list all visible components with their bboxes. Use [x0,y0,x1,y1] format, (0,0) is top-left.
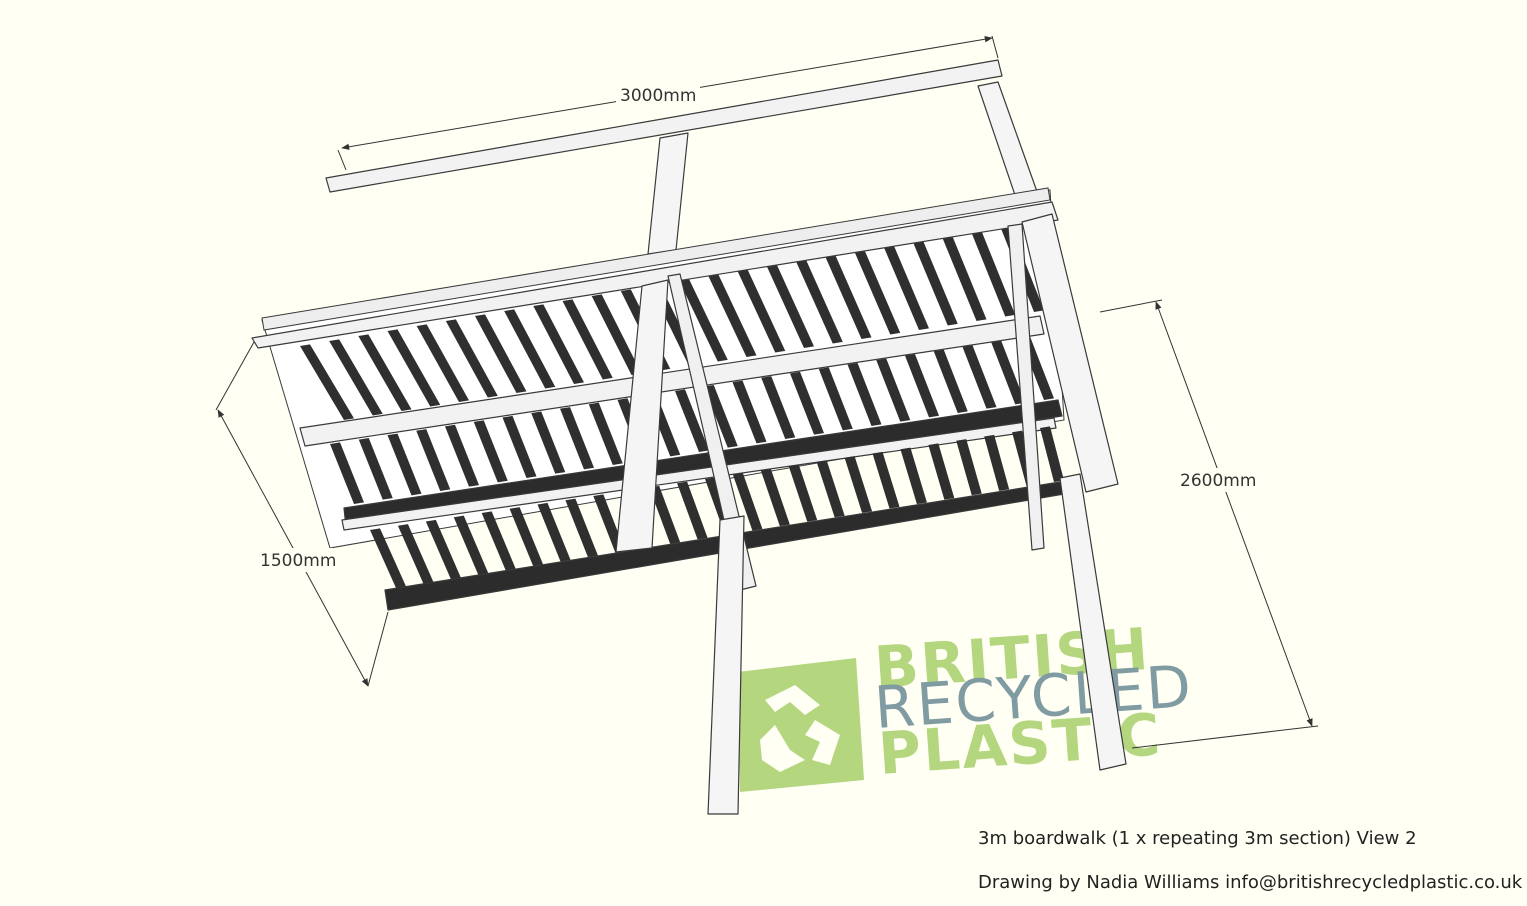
post-lower-left [707,515,745,815]
deck-board-gap [1040,426,1064,482]
deck-board-gap [560,407,594,470]
deck-board-gap [761,376,796,439]
deck-board-gap [795,259,843,344]
deck-board-gap [941,234,987,321]
deck-board-lines [300,224,1054,504]
deck-board-gap [588,402,623,465]
deck-board-gap [475,314,527,393]
deck-board-gap [912,239,958,326]
drawing-title: 3m boardwalk (1 x repeating 3m section) … [978,828,1417,849]
deck-board-gap [905,354,939,418]
deck-board-gap [502,415,537,478]
deck-board-gap [876,358,911,422]
deck-board-gap [649,485,681,544]
deck-board-gap [329,339,383,416]
deck-board-gap [445,319,498,398]
deck-board-gap [900,447,927,505]
deck-board-gap [416,429,451,491]
deck-board-gap [679,279,728,362]
dim-width-label: 1500mm [260,551,336,571]
deck-board-gap [933,349,968,413]
deck-board-gap [397,524,434,584]
deck-board-gap [956,439,982,496]
post-right-inner [1007,223,1045,551]
deck-board-gap [562,299,613,380]
deck-board-gap [818,367,853,431]
deck-board-gap [708,274,757,357]
deck-board-gap [788,464,818,522]
dim-height-line [1155,301,1313,727]
deck-board-gap [387,433,422,496]
deck-board-gap [737,269,786,353]
deck-board-gap [766,264,814,348]
deck-board-gap [928,443,955,500]
deck-board-gap [677,481,708,540]
deck-board-gap [825,254,872,339]
deck-board-gap [847,362,882,426]
drawing-credit: Drawing by Nadia Williams info@britishre… [978,872,1523,893]
deck-board-gap [962,345,997,409]
deck-board-gap [509,507,544,566]
deck-board-gap [790,371,824,435]
deck-board-gap [387,329,441,407]
handrail-post-mid [647,132,689,255]
deck-board-gap [533,304,584,384]
deck-board-gap [991,340,1026,405]
deck-board-gap [481,511,516,571]
deck-board-gap [854,249,901,335]
recycle-arrows-icon [760,685,840,772]
deck-board-gap [453,515,489,575]
deck-board-gap [970,229,1016,317]
dim-height-label: 2600mm [1180,471,1256,491]
deck-board-gap [504,309,556,389]
deck-board-gap [565,498,598,558]
support-posts [615,213,1127,815]
post-diagonal-mid [667,273,757,591]
deck-board-gap [300,344,354,420]
deck-board-gap [732,380,767,444]
deck-board-gap [732,473,763,531]
deck-board-gap [984,434,1010,491]
deck-board-gap [425,519,461,580]
deck-board-gap [537,502,571,562]
deck-board-gap [844,456,873,513]
post-right-lower [1059,473,1127,771]
logo-watermark: BRITISH RECYCLED PLASTIC [738,615,1195,792]
deck-board-gap [760,468,790,527]
deck-board-gap [416,324,469,402]
deck-board-gap [370,528,406,588]
deck-board-gap [591,294,642,375]
deck-board-gap [531,411,566,474]
recycle-logo-icon [738,658,864,792]
deck-lower-strip [370,426,1064,588]
handrail-post-right [977,81,1041,205]
post-right-diagonal [1021,213,1119,493]
deck-board-gap [473,420,508,483]
deck-board-gap [445,424,479,487]
bearer-top [251,201,1059,349]
deck-board-gap [872,451,900,509]
deck-board-lines-lower [370,426,1064,588]
dim-length-label: 3000mm [620,86,696,106]
deck-board-gap [703,384,738,448]
deck-board-gap [816,460,845,518]
deck-board-gap [358,334,412,411]
deck-board-gap [883,244,929,330]
post-front-left [615,279,669,553]
dimension-labels: 3000mm 1500mm 2600mm [256,83,1264,572]
deck-board-gap [675,389,709,452]
